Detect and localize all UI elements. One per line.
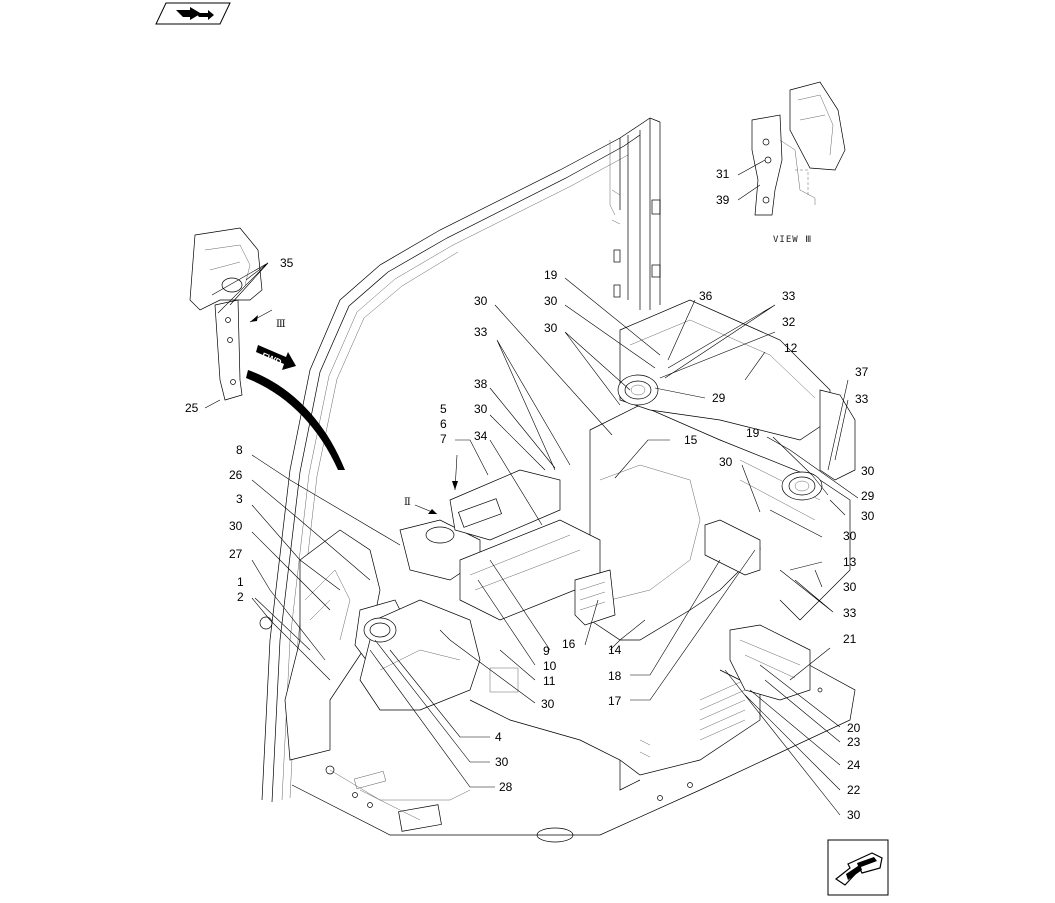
callout-28: 28 [499,780,513,794]
vent-nozzle-right [781,471,823,501]
callout-19: 19 [544,268,558,282]
callout-36: 36 [699,289,713,303]
callout-2: 2 [237,590,244,604]
callout-30: 30 [719,455,733,469]
callout-6: 6 [440,417,447,431]
callout-35: 35 [280,256,294,270]
callout-30: 30 [847,808,861,822]
arrow-turn-icon [176,7,214,20]
callout-10: 10 [543,659,557,673]
callout-5: 5 [440,402,447,416]
rear-console [589,299,856,641]
cab-frame [259,117,661,803]
callout-19: 19 [746,426,760,440]
callout-4: 4 [495,730,502,744]
callout-17: 17 [608,694,622,708]
callout-9: 9 [543,644,550,658]
callout-33: 33 [474,325,488,339]
cab-floor [291,659,856,843]
view-iii-label: VIEW Ⅲ [773,235,812,245]
fwd-label: FWD [260,351,283,368]
callout-26: 26 [229,468,243,482]
callout-38: 38 [474,377,488,391]
duct-assembly-21 [729,624,811,701]
vent-nozzle-left [363,617,397,643]
callout-30: 30 [544,321,558,335]
arrow-down-left-icon [834,852,883,886]
rear-box [469,667,761,791]
callout-3: 3 [236,492,243,506]
callout-1: 1 [237,575,244,589]
callout-25: 25 [185,401,199,415]
callout-30: 30 [544,294,558,308]
callout-7: 7 [440,432,447,446]
callout-33: 33 [782,289,796,303]
callout-23: 23 [847,735,861,749]
callout-14: 14 [608,643,622,657]
callout-30: 30 [474,402,488,416]
next-page-button[interactable] [827,839,889,896]
callout-34: 34 [474,429,488,443]
callout-29: 29 [712,391,726,405]
callout-33: 33 [855,392,869,406]
view-iii-inset: VIEW Ⅲ [751,81,846,245]
callout-20: 20 [847,721,861,735]
callout-13: 13 [843,555,857,569]
callout-30: 30 [495,755,509,769]
callout-37: 37 [855,365,869,379]
callout-18: 18 [608,669,622,683]
callout-11: 11 [543,674,556,688]
callout-30: 30 [861,464,875,478]
callout-30: 30 [229,519,243,533]
svg-text:Ⅱ: Ⅱ [404,497,411,508]
callout-30: 30 [474,294,488,308]
callout-31: 31 [716,167,730,181]
leader-lines [204,159,859,816]
previous-page-button[interactable] [155,2,231,25]
vent-nozzle-upper [617,374,659,406]
callout-12: 12 [784,341,798,355]
forward-direction-indicator: FWD [256,345,296,370]
callout-16: 16 [562,637,576,651]
svg-text:Ⅲ: Ⅲ [276,319,286,330]
callout-30: 30 [843,529,857,543]
callout-15: 15 [684,433,698,447]
view-marker-lower: Ⅱ [404,454,458,515]
callout-39: 39 [716,193,730,207]
callout-27: 27 [229,547,243,561]
callout-21: 21 [843,632,857,646]
callout-30: 30 [541,697,555,711]
callout-33: 33 [843,606,857,620]
callout-30: 30 [843,580,857,594]
callout-22: 22 [847,783,861,797]
left-console [284,469,616,761]
view-marker-upper: Ⅲ [249,309,286,330]
callout-29: 29 [861,489,875,503]
callout-24: 24 [847,758,861,772]
callout-labels: 35 25 8 26 3 30 27 1 2 5 6 7 30 34 38 33… [185,167,875,822]
assembly-arrow [246,370,345,470]
callout-30: 30 [861,509,875,523]
callout-8: 8 [236,443,243,457]
callout-32: 32 [782,315,796,329]
